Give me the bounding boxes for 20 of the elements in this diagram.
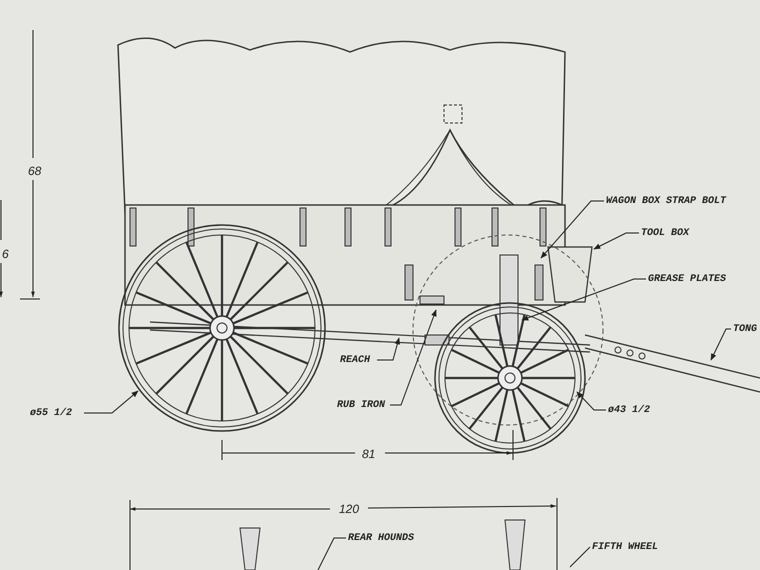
leader-line xyxy=(540,200,604,259)
part-label: TONG xyxy=(733,322,758,337)
part-label: WAGON BOX STRAP BOLT xyxy=(606,194,726,209)
part-label: ø43 1/2 xyxy=(608,403,650,418)
leader-line xyxy=(376,337,400,360)
part-label: TOOL BOX xyxy=(641,226,690,241)
leader-line xyxy=(710,328,732,361)
leader-line xyxy=(84,390,139,414)
part-label: REAR HOUNDS xyxy=(348,531,414,546)
leader-line xyxy=(390,309,436,406)
leader-line xyxy=(521,278,646,320)
leader-line xyxy=(576,392,606,410)
part-label: ø55 1/2 xyxy=(30,406,72,421)
part-label: GREASE PLATES xyxy=(648,272,726,287)
part-label: REACH xyxy=(340,353,370,368)
part-label: RUB IRON xyxy=(337,398,386,413)
leader-line xyxy=(593,232,640,250)
leader-line xyxy=(318,538,346,570)
leader-line xyxy=(570,546,590,568)
part-label: FIFTH WHEEL xyxy=(592,540,658,555)
